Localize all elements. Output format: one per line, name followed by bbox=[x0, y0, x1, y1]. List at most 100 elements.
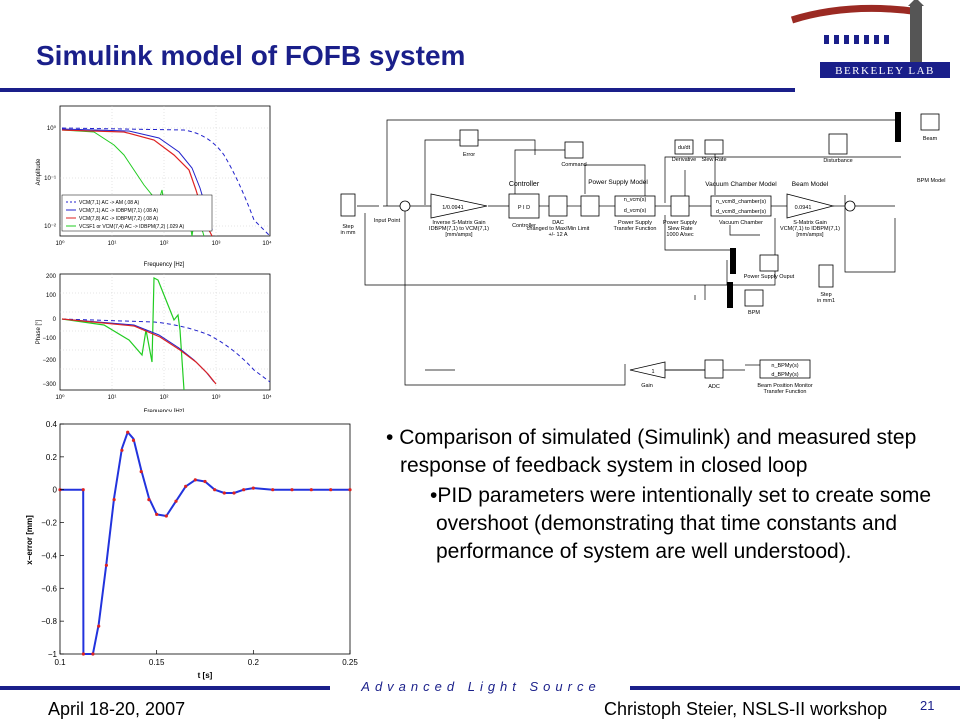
diagram-label: ADC bbox=[708, 384, 720, 390]
phase-ytick: 0 bbox=[53, 317, 57, 323]
step2-block bbox=[818, 264, 834, 288]
phase-ytick: −100 bbox=[42, 336, 56, 342]
y-tick-label: 0.2 bbox=[46, 453, 58, 462]
dac-block bbox=[548, 195, 568, 217]
amp-ytick: 10⁻¹ bbox=[44, 176, 56, 182]
data-point bbox=[81, 488, 85, 492]
bpm-mux bbox=[727, 282, 733, 308]
data-point bbox=[184, 484, 188, 488]
diagram-label: Vacuum Chamber bbox=[719, 220, 763, 226]
amplitude-plot: 10⁰ 10⁻¹ 10⁻² 10⁰ 10¹ 10² 10³ 10⁴ Freque… bbox=[34, 100, 274, 270]
amp-ytick: 10⁻² bbox=[44, 224, 56, 230]
x-tick-label: 0.1 bbox=[54, 658, 66, 667]
sub-bullet-text: PID parameters were intentionally set to… bbox=[436, 484, 932, 563]
amp-xlabel: Frequency [Hz] bbox=[144, 262, 185, 268]
amp-xtick: 10¹ bbox=[108, 241, 117, 247]
diagram-label: n_vcm(s) bbox=[624, 197, 647, 203]
smatrix-gain-block bbox=[786, 193, 835, 219]
beam-sum-block bbox=[844, 200, 856, 212]
data-point bbox=[91, 652, 95, 656]
slew-scope bbox=[704, 139, 724, 155]
phase-plot: 200 100 0 −100 −200 −300 10⁰ 10¹ 10² 10³… bbox=[34, 270, 274, 418]
footer-rule-right bbox=[630, 686, 960, 690]
diagram-label: d_vcm8_chamber(s) bbox=[716, 209, 766, 215]
y-axis-label: x−error [mm] bbox=[25, 515, 34, 565]
plot-frame bbox=[59, 423, 351, 655]
command-scope bbox=[564, 141, 584, 159]
amp-ytick: 10⁰ bbox=[47, 125, 57, 132]
diagram-label: BPM bbox=[748, 310, 760, 316]
phase-ytick: −300 bbox=[42, 382, 56, 388]
ps-tf-block bbox=[614, 195, 656, 217]
data-point bbox=[126, 430, 130, 434]
lab-buildings-icon bbox=[824, 35, 889, 44]
step-block bbox=[340, 193, 356, 217]
diagram-label: Disturbance bbox=[823, 158, 852, 164]
page-number: 21 bbox=[920, 698, 935, 713]
diagram-label: Controller bbox=[509, 181, 540, 188]
slew-block bbox=[670, 195, 690, 217]
phase-xtick: 10¹ bbox=[108, 395, 117, 401]
data-point bbox=[97, 624, 101, 628]
diagram-label: n_BPMy(s) bbox=[771, 363, 798, 369]
diagram-label: du/dt bbox=[678, 145, 691, 151]
data-point bbox=[271, 488, 275, 492]
data-point bbox=[309, 488, 313, 492]
data-point bbox=[131, 438, 136, 442]
legend-entry: VCM(7,8) AC -> IDBPM(7,2) (.08 A) bbox=[79, 216, 158, 222]
diagram-label: Derivative bbox=[672, 157, 696, 163]
ps-mux bbox=[730, 248, 736, 274]
x-tick-label: 0.2 bbox=[248, 658, 260, 667]
footer-date: April 18-20, 2007 bbox=[48, 699, 186, 719]
ps-saturation-block bbox=[580, 195, 600, 217]
data-point bbox=[147, 498, 151, 502]
data-point bbox=[329, 488, 333, 492]
data-point bbox=[120, 448, 124, 452]
phase-curve-red bbox=[61, 318, 217, 385]
diagram-label: Input Point bbox=[374, 218, 401, 224]
y-tick-label: −0.4 bbox=[41, 551, 57, 560]
derivative-block bbox=[674, 139, 694, 155]
disturbance-block bbox=[828, 133, 848, 155]
y-tick-label: −0.8 bbox=[41, 617, 57, 626]
data-point bbox=[242, 488, 246, 492]
logo-text: BERKELEY LAB bbox=[835, 65, 935, 77]
amp-xtick: 10² bbox=[160, 241, 169, 247]
legend-entry: VCM(7,1) AC -> AM (.08 A) bbox=[79, 200, 139, 206]
footer-author: Christoph Steier, NSLS-II workshop bbox=[604, 699, 888, 719]
inverse-gain-block bbox=[430, 193, 488, 219]
footer-rule-left bbox=[0, 686, 330, 690]
phase-xtick: 10³ bbox=[212, 395, 221, 401]
data-point bbox=[203, 479, 207, 484]
data-point bbox=[139, 470, 143, 474]
bullet-list: • Comparison of simulated (Simulink) and… bbox=[386, 424, 946, 566]
diagram-label: Power Supply Ouput bbox=[744, 274, 795, 280]
diagram-label: Error bbox=[463, 152, 475, 158]
sum-block bbox=[399, 200, 411, 212]
data-point bbox=[81, 652, 85, 656]
y-tick-label: −1 bbox=[48, 650, 58, 659]
error-scope bbox=[459, 129, 479, 147]
legend-entry: VCM(7,1) AC -> IDBPM(7,1) (.08 A) bbox=[79, 208, 158, 214]
beam-scope bbox=[920, 113, 940, 131]
data-point bbox=[222, 491, 226, 495]
data-point bbox=[104, 563, 108, 567]
phase-ytick: −200 bbox=[42, 358, 56, 364]
diagram-label: Beam bbox=[923, 136, 938, 142]
diagram-label: d_BPMy(s) bbox=[771, 372, 798, 378]
campanile-icon bbox=[908, 0, 924, 70]
diagram-label: P I D bbox=[518, 205, 530, 211]
diagram-label: 0.0941 bbox=[795, 205, 812, 211]
diagram-label: Beam Model bbox=[792, 181, 829, 188]
adc-block bbox=[704, 359, 724, 379]
diagram-label: Gain bbox=[641, 383, 653, 389]
amp-xtick: 10⁰ bbox=[55, 240, 65, 247]
x-axis-label: t [s] bbox=[198, 671, 213, 680]
